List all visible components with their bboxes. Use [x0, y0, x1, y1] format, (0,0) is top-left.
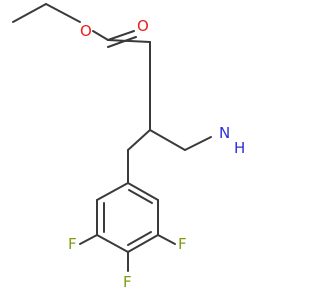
bond-ch2n-n: [184, 136, 212, 151]
ring-bond-6: [96, 182, 129, 201]
bond-carbonyl-c-ch: [107, 39, 151, 43]
ester-oxygen-label: O: [80, 22, 92, 40]
bond-ring-f-left: [79, 234, 98, 245]
bond-ch-ch2aryl: [149, 129, 186, 151]
carbonyl-oxygen-label: O: [137, 17, 149, 35]
molecule-diagram: O O N H F F F: [12, 3, 245, 291]
amine-hydrogen-label: H: [234, 139, 245, 157]
ring-bond-1: [127, 182, 159, 201]
fluorine-right-label: F: [178, 235, 187, 253]
bond-ring-f-right: [157, 234, 176, 245]
bond-carbonyl-c-o-b: [107, 36, 137, 48]
structure-canvas: O O N H F F F: [12, 3, 245, 291]
ring-double-bond-1: [128, 189, 153, 204]
amine-nitrogen-label: N: [219, 124, 230, 142]
bond-carbonyl-c-o-a: [107, 30, 135, 41]
fluorine-left-label: F: [68, 235, 77, 253]
bond-ch2-o: [45, 3, 81, 23]
fluorine-bottom-label: F: [123, 273, 132, 291]
bond-ch-benzyl: [127, 129, 151, 151]
bond-ch3-ch2: [12, 3, 47, 23]
ring-double-bond-2: [127, 231, 152, 246]
bond-o-carbonyl-c: [92, 30, 109, 41]
ring-bond-4: [96, 234, 129, 253]
ring-bond-3: [127, 234, 159, 253]
